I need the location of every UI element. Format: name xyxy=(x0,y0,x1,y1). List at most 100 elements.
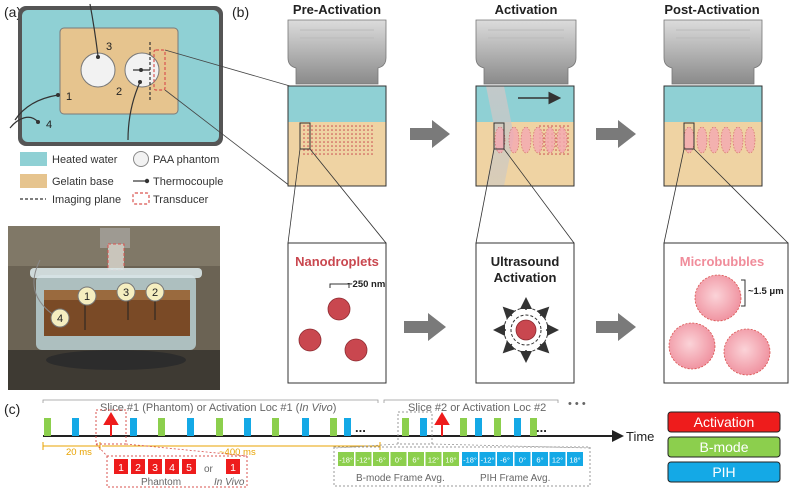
nanodroplet-dot xyxy=(351,145,353,147)
stage-title-pre: Pre-Activation xyxy=(293,2,381,17)
legend-pih: PIH xyxy=(712,464,735,480)
nanodroplet-dot xyxy=(551,125,553,127)
nanodroplet-dot xyxy=(367,133,369,135)
nanodroplet-dot xyxy=(319,153,321,155)
nanodroplet-dot xyxy=(319,133,321,135)
nanodroplet-dot xyxy=(567,125,569,127)
nanodroplet-dot xyxy=(555,153,557,155)
pih-angle-box xyxy=(462,452,478,466)
pulse-bmode xyxy=(494,418,501,436)
nanodroplet-dot xyxy=(335,137,337,139)
nanodroplet-dot xyxy=(339,129,341,131)
microbubble-cloud xyxy=(732,126,744,154)
nanodroplet-dot xyxy=(343,153,345,155)
pih-angle-label: -18° xyxy=(463,456,477,465)
bmode-angle-label: -6° xyxy=(376,456,386,465)
nanodroplet-dot xyxy=(343,133,345,135)
nanodroplet-dot xyxy=(359,129,361,131)
schematic-number-2: 2 xyxy=(116,86,122,98)
microbubble-cloud xyxy=(520,126,532,154)
zoom-line-bottom xyxy=(164,89,291,187)
panel-label-b: (b) xyxy=(232,4,249,20)
legend-activation-swatch xyxy=(667,411,781,433)
nanodroplet-dot xyxy=(543,141,545,143)
pih-angle-box xyxy=(532,452,548,466)
nanodroplet-dot xyxy=(319,149,321,151)
nanodroplet-dot xyxy=(367,149,369,151)
continuation-dots: • • • xyxy=(568,398,586,410)
microbubble-cloud xyxy=(744,126,756,154)
legend-bmode: B-mode xyxy=(699,439,748,455)
nanodroplet-dot xyxy=(343,125,345,127)
nanodroplet-dot xyxy=(339,141,341,143)
nanodroplet-dot xyxy=(319,141,321,143)
nanodroplet-dot xyxy=(351,149,353,151)
nanodroplet xyxy=(344,338,368,362)
interval-400ms: ~400 ms xyxy=(219,447,256,458)
nanodroplet-dot xyxy=(555,141,557,143)
pulse-bmode xyxy=(44,418,51,436)
pih-avg-label: PIH Frame Avg. xyxy=(480,473,550,484)
zoom-line-top xyxy=(164,49,291,87)
nanodroplet-dot xyxy=(359,125,361,127)
bmode-angle-box xyxy=(373,452,389,466)
photo-markers: 1 3 2 4 xyxy=(50,282,165,328)
nanodroplet-dot xyxy=(331,129,333,131)
nanodroplet-dot xyxy=(567,133,569,135)
activation-pulse xyxy=(434,412,450,436)
nanodroplet-dot xyxy=(323,141,325,143)
nanodroplet-dot xyxy=(363,137,365,139)
invivo-activation-box xyxy=(226,459,240,474)
nanodroplet-dot xyxy=(363,129,365,131)
nanodroplets-box: Nanodroplets ~250 nm xyxy=(287,242,387,384)
nanodroplet-dot xyxy=(311,145,313,147)
nanodroplet-dot xyxy=(371,141,373,143)
nanodroplet-dot xyxy=(319,125,321,127)
nanodroplet-dot xyxy=(319,137,321,139)
pulse-bmode xyxy=(216,418,223,436)
schematic-legend: Heated water PAA phantom Gelatin base Th… xyxy=(20,151,223,206)
nanodroplet-dot xyxy=(319,129,321,131)
nanodroplet-dot xyxy=(339,125,341,127)
nanodroplet-dot xyxy=(367,141,369,143)
nanodroplet-dot xyxy=(543,153,545,155)
nanodroplet-dot xyxy=(555,149,557,151)
nanodroplet-dot xyxy=(543,133,545,135)
nanodroplet-dot xyxy=(543,125,545,127)
nanodroplet-dot xyxy=(307,125,309,127)
nanodroplet-dot xyxy=(343,141,345,143)
bmode-angle-label: 6° xyxy=(412,456,419,465)
transducer-probe xyxy=(287,19,387,85)
nanodroplet-dot xyxy=(311,141,313,143)
nanodroplet-dot xyxy=(303,137,305,139)
microbubble xyxy=(723,328,771,376)
microbubble-cloud xyxy=(508,126,520,154)
schematic-number-1: 1 xyxy=(66,91,72,103)
bmode-angle-box xyxy=(390,452,407,466)
activating-droplet xyxy=(515,319,537,341)
nanodroplet-dot xyxy=(343,137,345,139)
pih-angle-label: 6° xyxy=(536,456,543,465)
nanodroplet-dot xyxy=(315,129,317,131)
pih-angle-label: -6° xyxy=(500,456,510,465)
nanodroplet-dot xyxy=(335,153,337,155)
nanodroplet-dot xyxy=(335,129,337,131)
phantom-activation-number: 4 xyxy=(169,462,175,474)
schematic-number-4: 4 xyxy=(46,119,52,131)
nanodroplet-dot xyxy=(311,125,313,127)
nanodroplet-dot xyxy=(355,125,357,127)
nanodroplet-dot xyxy=(307,141,309,143)
tank-schematic: 3 2 1 4 xyxy=(9,3,223,146)
nanodroplet-dot xyxy=(315,153,317,155)
nanodroplet-dot xyxy=(307,133,309,135)
pih-angle-box xyxy=(567,452,583,466)
nanodroplet-dot xyxy=(351,153,353,155)
pulse-bmode xyxy=(402,418,409,436)
nanodroplet-dot xyxy=(307,129,309,131)
nanodroplet-dot xyxy=(563,125,565,127)
microbubble-cloud xyxy=(708,126,720,154)
nanodroplet-dot xyxy=(355,129,357,131)
nanodroplet-dot xyxy=(307,145,309,147)
nanodroplet-dot xyxy=(567,145,569,147)
nanodroplet-dot xyxy=(303,145,305,147)
